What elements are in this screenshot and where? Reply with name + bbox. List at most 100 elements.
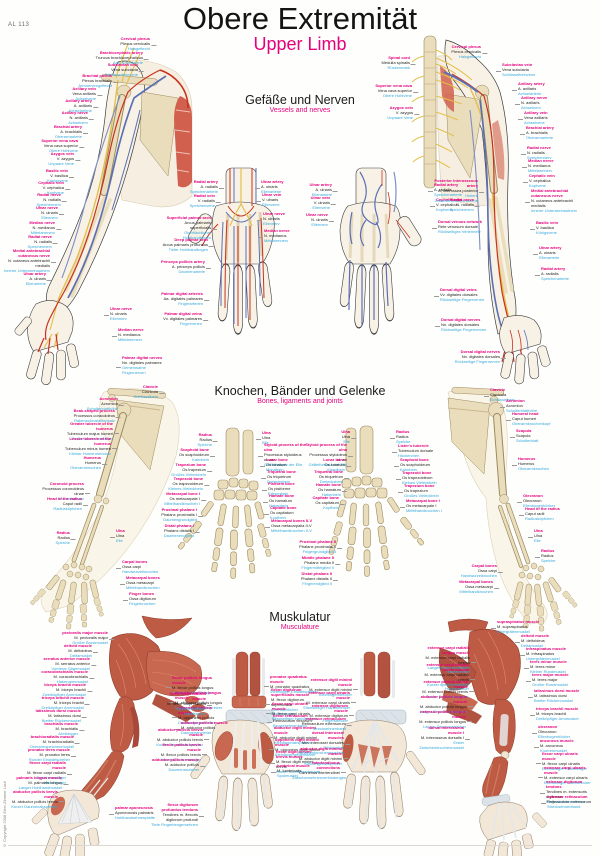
figure-right-hand-muscles-dorsal [341, 651, 428, 830]
figure-left-arm-muscles [30, 615, 209, 856]
poster-title: Obere Extremität [182, 1, 418, 36]
poster-code: AL 113 [8, 22, 30, 28]
section-heading-bones: Knochen, Bänder und Gelenke [214, 384, 386, 398]
figure-left-hand-bones-palmar [176, 427, 273, 579]
section-subheading-bones: Bones, ligaments and joints [257, 398, 343, 405]
figure-left-hand-vessels-palmar [188, 167, 275, 336]
